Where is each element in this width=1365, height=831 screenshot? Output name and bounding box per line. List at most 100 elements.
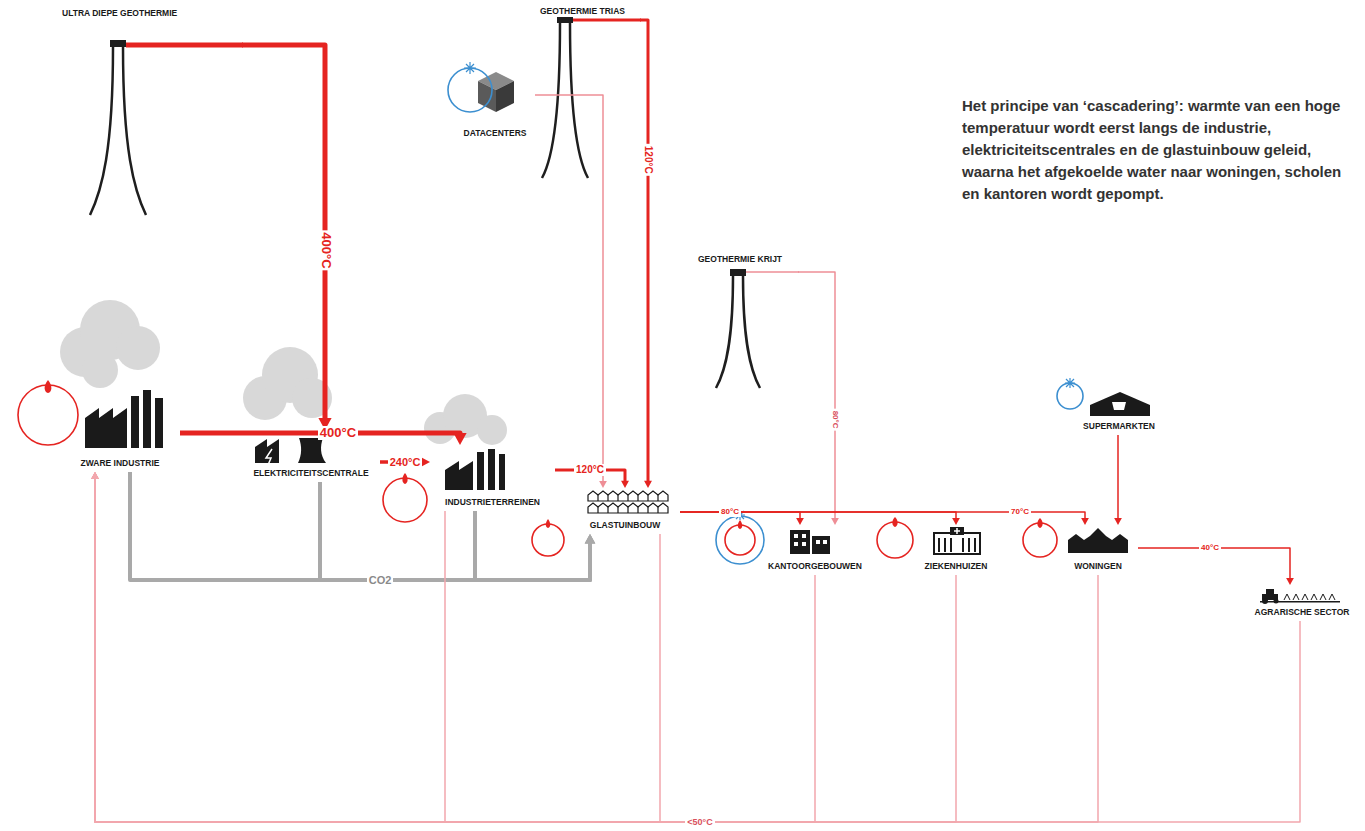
flow-connector: [680, 512, 804, 525]
greenhouse-icon: [588, 491, 668, 513]
connector-line: [130, 472, 590, 580]
arrow-head: [453, 433, 466, 445]
connector-line: [95, 478, 815, 822]
node-box: GEOTHERMIE TRIAS: [540, 4, 640, 180]
arrow-head: [1114, 518, 1122, 525]
cycle-circle: [18, 68, 1083, 564]
arrow-head: [644, 481, 652, 488]
connector-line: [1138, 548, 1290, 579]
connector-line: [95, 478, 445, 822]
smoke-cloud: [60, 300, 507, 445]
arrow-head: [91, 472, 99, 479]
arrow-head: [621, 481, 629, 488]
arrow-head: [422, 457, 430, 466]
well-pipe: [126, 20, 799, 272]
connector-line: [95, 478, 1300, 822]
office-icon: [790, 530, 830, 554]
supermarket-icon: [1090, 392, 1150, 416]
arrow-head: [831, 518, 839, 525]
arrow-head: [91, 472, 99, 479]
temperature-label: 80°C: [719, 507, 741, 516]
flow-connector: [91, 472, 445, 822]
node-label: KANTOORGEBOUWEN: [760, 561, 870, 572]
temperature-label: CO2: [367, 574, 394, 587]
arrow-head: [585, 534, 596, 544]
node-box: KANTOORGEBOUWEN: [760, 525, 870, 575]
node-label: ZIEKENHUIZEN: [915, 561, 997, 572]
node-box: SUPERMARKTEN: [1075, 385, 1163, 435]
connector-line: [1117, 435, 1119, 519]
node-box: WONINGEN: [1058, 525, 1138, 575]
connector-line: [475, 511, 590, 580]
node-box: ZWARE INDUSTRIE: [60, 380, 180, 472]
arrow-head: [796, 518, 804, 525]
node-label: ZWARE INDUSTRIE: [60, 458, 180, 469]
node-box: ULTRA DIEPE GEOTHERMIE: [62, 6, 242, 218]
arrow-head: [91, 472, 99, 479]
flow-connector: [242, 45, 332, 430]
temperature-label: 120°C: [642, 144, 654, 176]
node-label: SUPERMARKTEN: [1075, 421, 1163, 432]
temperature-label: 240°C: [388, 456, 423, 469]
node-label: ELEKTRICITEITSCENTRALE: [242, 468, 380, 479]
flow-connector: [91, 472, 956, 822]
node-box: GEOTHERMIE KRIJT: [698, 252, 798, 392]
temperature-label: 400°C: [318, 230, 333, 270]
node-label: WONINGEN: [1058, 561, 1138, 572]
connector-line: [95, 478, 956, 822]
datacenter-icon: [478, 72, 514, 112]
node-label: DATACENTERS: [455, 128, 535, 139]
arrow-head: [952, 518, 960, 525]
flow-connector: [1114, 435, 1122, 525]
flow-connector: [1138, 548, 1294, 585]
arrow-head: [91, 472, 99, 479]
node-box: ZIEKENHUIZEN: [915, 525, 997, 575]
flow-connector: [91, 472, 815, 822]
connector-line: [798, 272, 835, 519]
node-label: GLASTUINBOUW: [570, 520, 680, 531]
temperature-label: 40°C: [1199, 543, 1221, 552]
arrow-head: [1286, 578, 1294, 585]
node-label: GEOTHERMIE KRIJT: [698, 254, 798, 265]
flow-connector: [475, 511, 595, 580]
factory-icon: [85, 390, 505, 490]
temperature-label: <50°C: [685, 817, 714, 827]
temperature-label: 70°C: [1009, 507, 1031, 516]
hospital-icon: [934, 527, 980, 554]
flow-connector: [640, 20, 652, 488]
flow-connector: [320, 482, 595, 580]
flow-connector: [91, 472, 1098, 822]
node-box: AGRARISCHE SECTOR: [1250, 585, 1354, 621]
node-box: INDUSTRIETERREINEN: [430, 445, 555, 511]
connector-line: [95, 478, 660, 822]
connector-line: [320, 482, 590, 580]
connector-line: [95, 478, 1098, 822]
agriculture-icon: [1260, 589, 1340, 604]
arrow-head: [91, 472, 99, 479]
arrow-head: [585, 534, 596, 544]
arrow-head: [599, 481, 607, 488]
flow-connector: [798, 272, 839, 525]
connector-line: [242, 45, 325, 420]
node-label: AGRARISCHE SECTOR: [1250, 607, 1354, 618]
flow-connector: [91, 472, 660, 822]
temperature-label: 80°C: [830, 409, 839, 431]
caption-text: Het principe van ‘cascadering’: warmte v…: [962, 95, 1350, 205]
node-box: DATACENTERS: [455, 58, 535, 142]
geothermal-well: [90, 23, 760, 388]
temperature-label: 400°C: [318, 426, 358, 441]
node-label: GEOTHERMIE TRIAS: [540, 6, 640, 17]
temperature-label: 120°C: [574, 464, 606, 476]
arrow-head: [91, 472, 99, 479]
flow-connector: [535, 95, 607, 488]
arrow-head: [585, 534, 596, 544]
connector-line: [535, 95, 603, 482]
well-head: [110, 17, 746, 276]
node-box: GLASTUINBOUW: [570, 488, 680, 534]
flame-symbol: [45, 380, 1043, 529]
node-box: ELEKTRICITEITSCENTRALE: [242, 430, 380, 482]
connector-line: [640, 20, 648, 482]
houses-icon: [1068, 528, 1128, 553]
flow-connector: [130, 472, 595, 580]
node-label: INDUSTRIETERREINEN: [430, 497, 555, 508]
